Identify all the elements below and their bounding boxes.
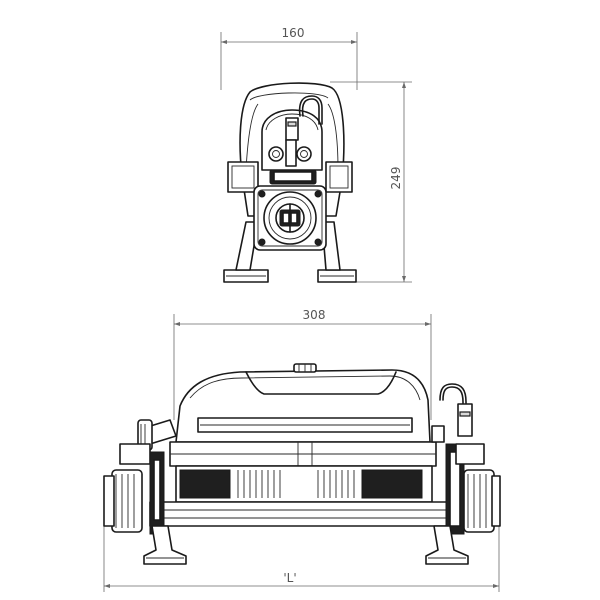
end-view: 160 249 [220,26,412,283]
dimension-width-top: 160 [220,26,358,90]
dimension-label-160: 160 [282,26,305,40]
side-view: 308 'L' [103,308,501,592]
dimension-height-top: 249 [330,81,412,283]
dimension-label-249: 249 [389,167,403,190]
dimension-length-front: 'L' [103,480,500,592]
dimension-label-L: 'L' [283,571,296,585]
dimension-label-308: 308 [303,308,326,322]
dimension-width-front: 308 [173,308,432,420]
